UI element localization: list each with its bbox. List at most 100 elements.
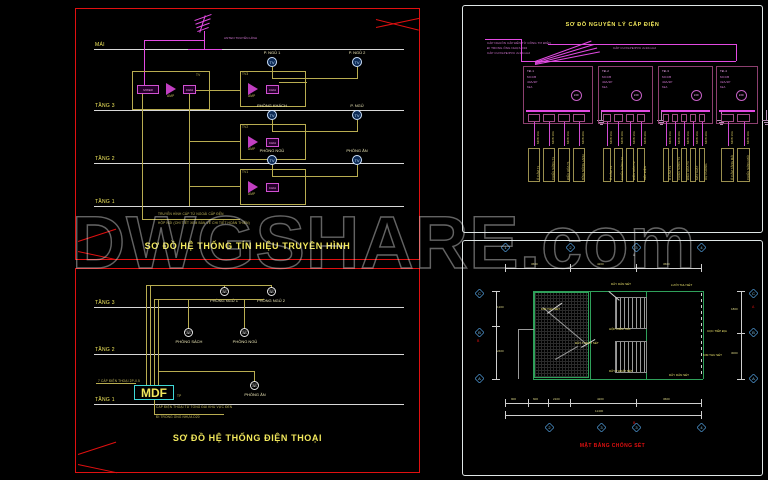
power-breaker-1-4 (573, 114, 585, 122)
feed-to-tv3 (196, 90, 240, 91)
power-board-3-sublabel-1: MCCB (662, 75, 672, 79)
panel-telephone-system: TẦNG 3 TẦNG 2 TẦNG 1 ☏ ☏ PHÒNG NGỦ 1 PHÒ… (75, 268, 420, 474)
power-breaker-2-3 (625, 114, 634, 122)
building-grid-line-2 (590, 291, 591, 379)
tv-outlet-label-1: P. NGỦ 1 (263, 50, 281, 55)
power-load-label-1-2: CHIẾU SÁNG T1 (551, 157, 555, 180)
corner-mark-tr2 (375, 17, 420, 28)
tel-outlet-label-3: PHÒNG SÁCH (175, 339, 203, 344)
grid-bubble-bottom-1: 2 (545, 423, 554, 432)
dim-bottom-line (505, 403, 701, 404)
tel-floor-label-tang1: TẦNG 1 (95, 397, 115, 403)
svg-text:2: 2 (548, 425, 551, 430)
panel-tv-system: MÁI TẦNG 3 TẦNG 2 TẦNG 1 ANTEN TRUYỀN HÌ… (75, 8, 420, 261)
power-load-box-3-3 (681, 148, 687, 182)
dim-top-tick-4 (701, 264, 702, 272)
svg-text:A: A (478, 376, 481, 381)
power-board-3-sublabel-3: 6kA (662, 85, 668, 89)
section-mark-top: A (633, 253, 636, 257)
building-outline-right (703, 291, 704, 379)
power-circuit-riser-3-1 (666, 122, 667, 146)
tel-riser-4 (158, 299, 159, 385)
power-load-box-3-5 (699, 148, 705, 182)
power-load-box-1-2 (543, 148, 555, 182)
tel-corner-mark-bl2 (77, 464, 118, 474)
tel-riser-3 (154, 299, 155, 385)
riser-tv-2 (189, 94, 190, 206)
note-leader-line (142, 219, 240, 220)
power-load-box-2-3 (625, 148, 634, 182)
power-breaker-label-2-1: MCB 16A (609, 131, 614, 144)
power-load-box-2-4 (636, 148, 645, 182)
tel-incoming-note-1: CÁP ĐIỆN THOẠI TỪ TỔNG ĐÀI KHU VỰC ĐẾN (156, 405, 233, 409)
tel-drop-t2-a (188, 299, 189, 332)
splitter-block-headend: CHIA (183, 85, 196, 94)
grid-bubble-bottom-2: 3 (597, 423, 606, 432)
main-bus-top (521, 61, 736, 62)
power-circuit-riser-3-2 (675, 122, 676, 146)
mdf-cabinet: MDF (134, 385, 174, 400)
dim-top-text-3: 3600 (663, 262, 670, 266)
amp-label-headend: AMP (167, 94, 175, 98)
tv-outlet-label-4: P. NGỦ (350, 103, 364, 108)
earth-symbol-4 (762, 120, 768, 121)
dim-bottom-text-4: 4200 (597, 397, 604, 401)
dim-total-text: 11400 (595, 409, 604, 413)
power-circuit-riser-2-4 (640, 122, 642, 146)
power-circuit-riser-2-2 (618, 122, 620, 146)
floor-line-tang3 (94, 110, 404, 111)
grid-bubble-top-3: 3 (632, 243, 641, 252)
earthing-run-right (701, 293, 702, 377)
power-board-busbar-4 (719, 110, 755, 112)
tv-outlet-label-3: PHÒNG KHÁCH (257, 103, 287, 108)
dim-bottom-text-3: 2100 (553, 397, 560, 401)
tel-outlet-5: ☏ (250, 381, 259, 390)
building-outline-bottom (533, 379, 703, 380)
feeder-leader (485, 39, 521, 40)
dim-bottom-tick-3 (548, 399, 549, 407)
corner-mark-bl2 (77, 251, 118, 261)
panel-telephone-title: SƠ ĐỒ HỆ THỐNG ĐIỆN THOẠI (172, 433, 323, 443)
power-load-label-4-2: CHIẾU SÁNG MÁI (745, 155, 750, 180)
dim-total-tick-1 (505, 411, 506, 419)
power-board-meter-2: kWh (631, 90, 642, 101)
power-board-busbar-3 (661, 110, 710, 112)
earth-symbol-mid-4 (763, 122, 768, 123)
amplifier-symbol-tv2 (248, 136, 258, 148)
power-board-tag-4: TĐ-4 (720, 69, 728, 73)
dim-top-text-1: 3600 (531, 262, 538, 266)
tel-floor-line-tang1 (94, 404, 404, 405)
tel-floor-line-tang3 (94, 307, 404, 308)
power-breaker-3-3 (681, 114, 687, 122)
grid-bubble-right-a: C (749, 289, 758, 298)
splitter-block-tv3: CHIA (266, 85, 279, 94)
tv-note-1: TRUYỀN HÌNH CÁP TỪ NGOÀI CẤP ĐẾN (158, 212, 224, 216)
power-breaker-label-1-2: MCB 10A (551, 131, 555, 144)
power-breaker-2-2 (614, 114, 623, 122)
grid-bubble-top-2: 2 (566, 243, 575, 252)
power-breaker-label-3-1: MCB 16A (668, 131, 672, 144)
tv-outlet-label-6: PHÒNG ĂN (346, 148, 368, 153)
power-breaker-label-2-4: MCB 20A (642, 131, 647, 144)
annot-8: DÂY DẪN SÉT (669, 373, 689, 377)
power-breaker-label-4-1: MCB 16A (729, 131, 734, 144)
power-breaker-label-3-4: MCB 16A (695, 131, 699, 144)
dim-top-tick-1 (505, 264, 506, 272)
annot-2: DÂY THOÁT SÉT (575, 341, 599, 345)
antenna-element-4 (197, 26, 209, 33)
dim-right-line (741, 291, 742, 379)
power-breaker-label-1-1: MCB 16A (536, 131, 540, 144)
earth-symbol-1 (597, 120, 605, 121)
dim-bottom-text-5: 3600 (663, 397, 670, 401)
antenna-base (188, 49, 222, 50)
tel-outlet-1: ☏ (220, 287, 229, 296)
tel-riser-2 (150, 285, 151, 385)
panel-lightning-plan: 3600 4200 3600 1 2 3 4 C B A C B (462, 240, 763, 476)
power-board-busbar-1 (526, 110, 590, 112)
antenna-label: ANTEN TRUYỀN HÌNH (224, 36, 258, 40)
floor-line-mai (94, 49, 404, 50)
annot-6: HỘP KIỂM TRA (609, 327, 631, 331)
tel-cable-label: 7 CÁP ĐIỆN THOẠI 2P-0.5 (98, 379, 140, 383)
svg-text:3: 3 (635, 245, 638, 250)
earth-symbol-mid-2 (658, 122, 664, 123)
